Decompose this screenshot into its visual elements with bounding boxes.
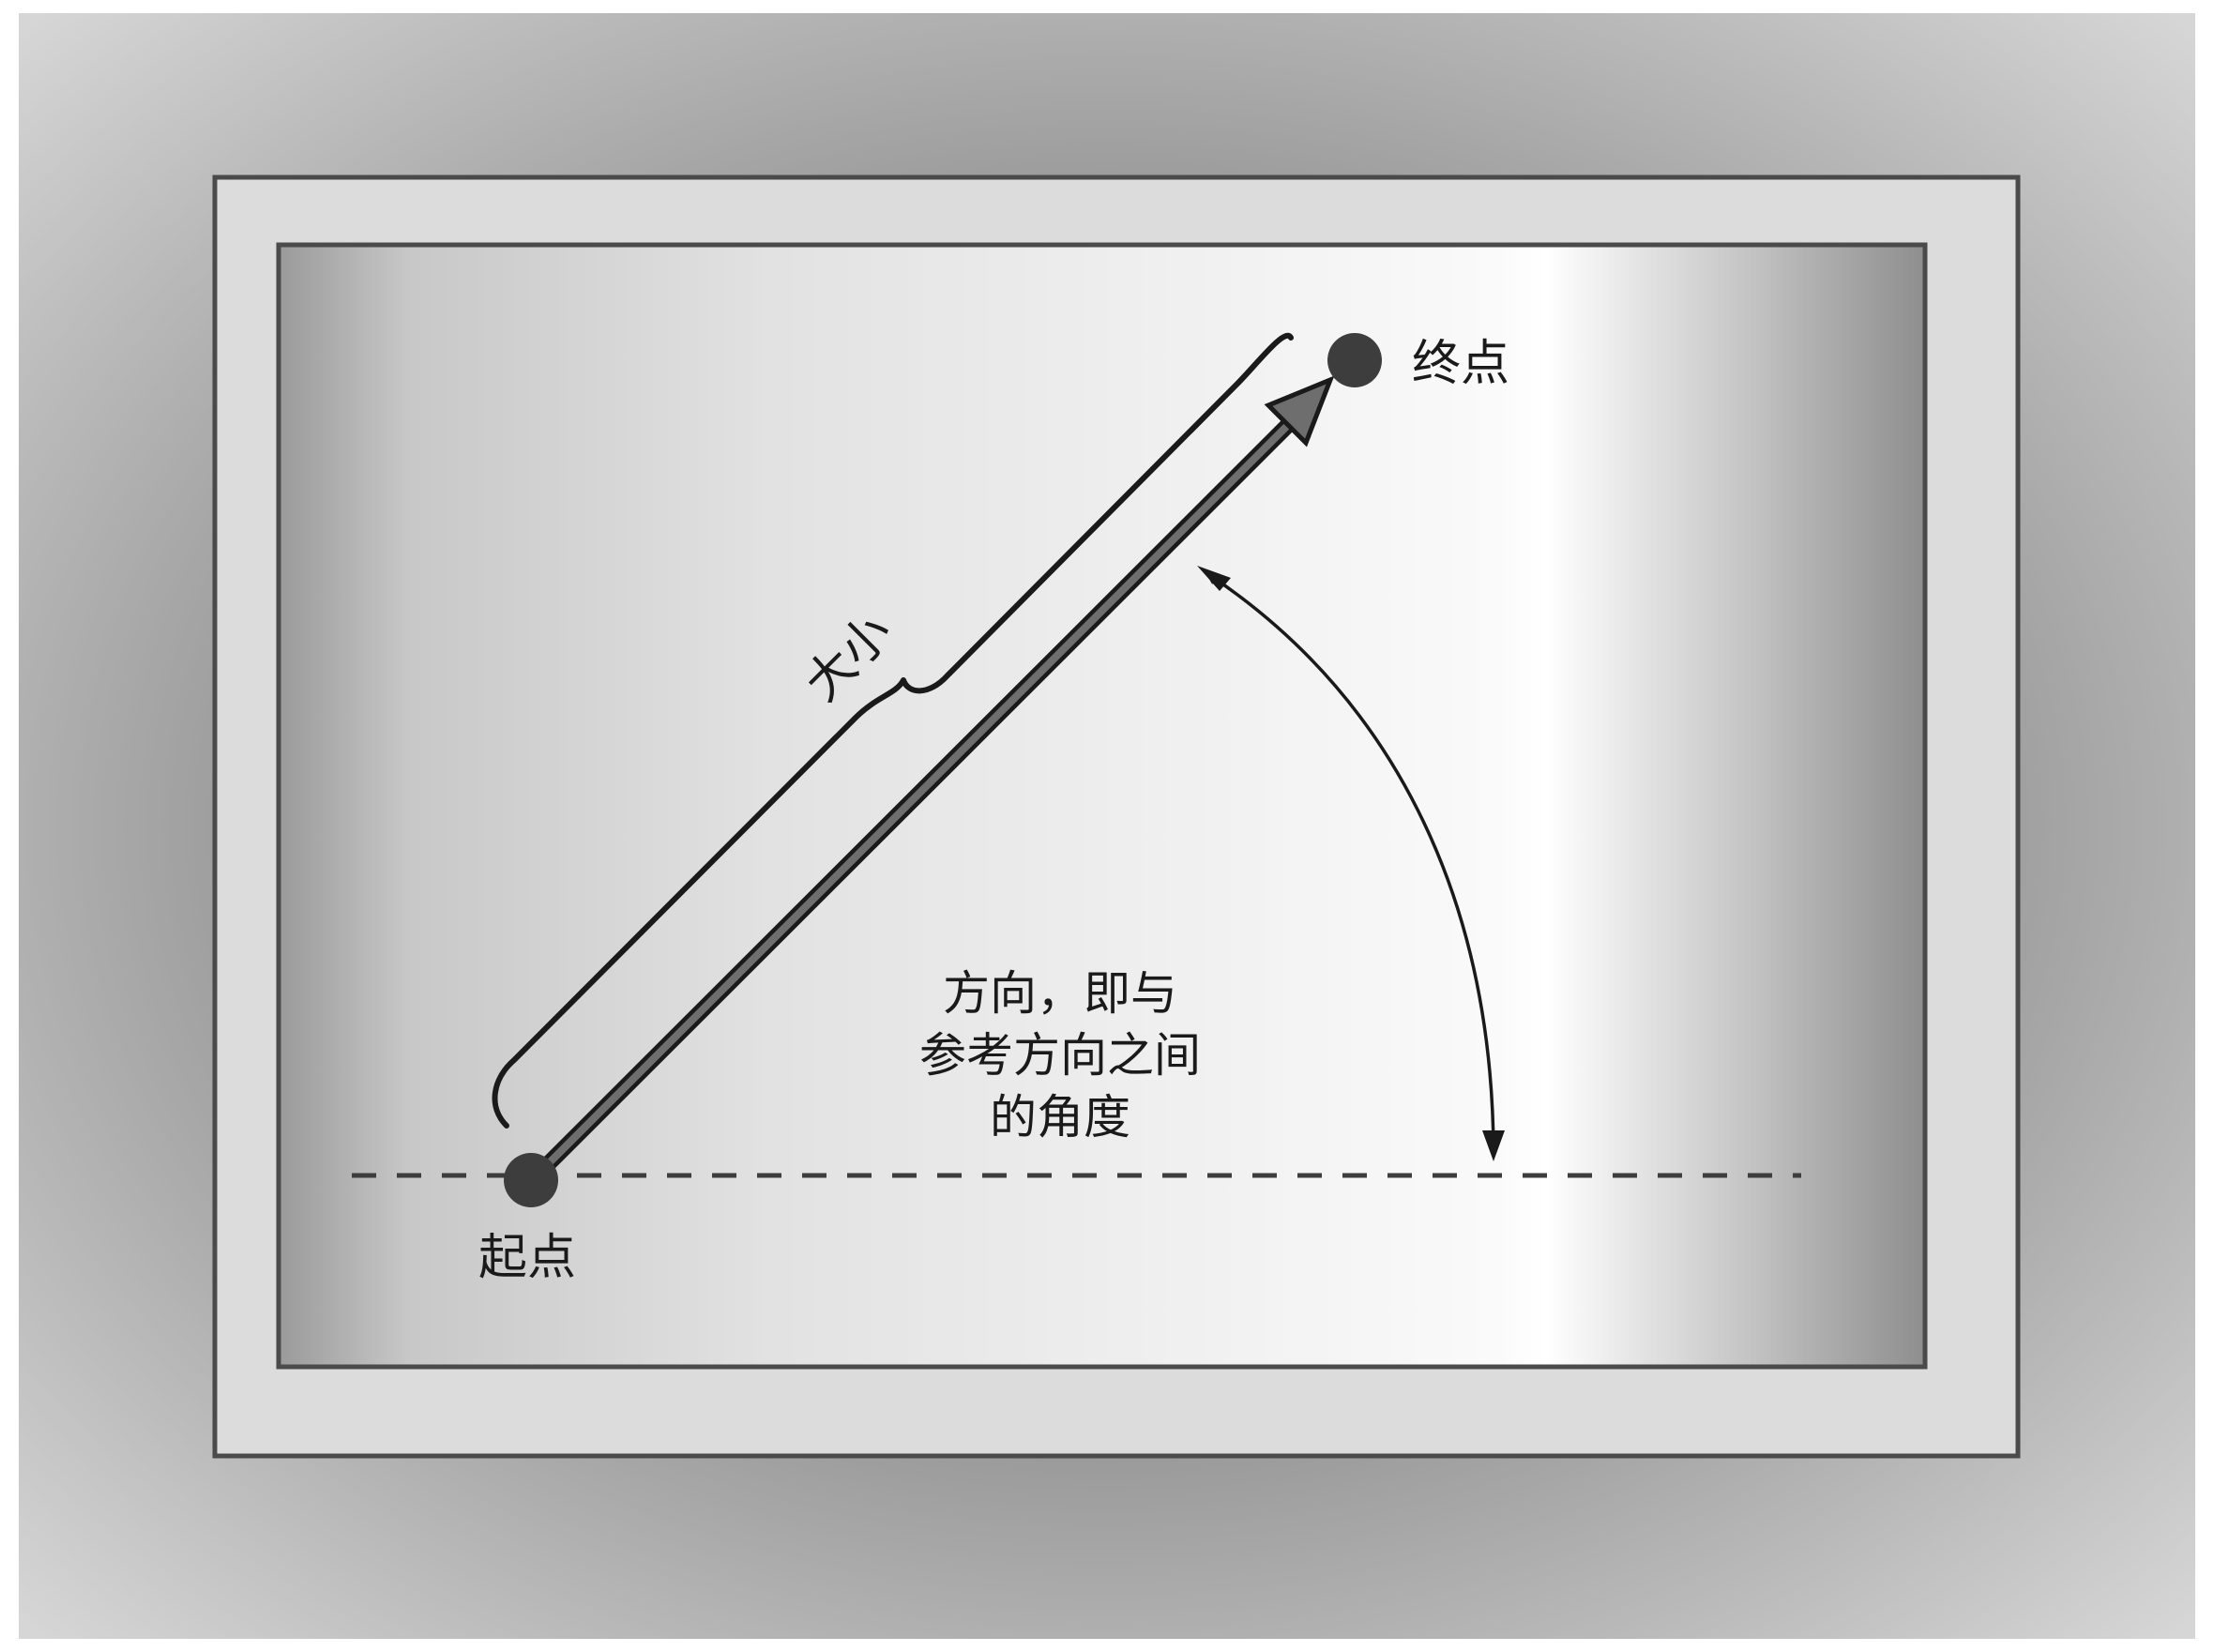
direction-label-line-1: 方向，即与 <box>943 966 1177 1021</box>
end-point-label: 终点 <box>1412 336 1509 392</box>
direction-label-line-3: 的角度 <box>990 1090 1130 1144</box>
start-point-label: 起点 <box>478 1230 576 1286</box>
angle-arc-head-top <box>1197 566 1231 591</box>
end-point <box>1327 333 1382 387</box>
vector-arrow <box>526 375 1335 1186</box>
magnitude-brace <box>492 332 1294 1129</box>
angle-arc <box>1205 571 1500 1154</box>
direction-label-line-2: 参考方向之间 <box>919 1028 1201 1083</box>
angle-arc-head-bottom <box>1482 1130 1505 1161</box>
start-point <box>504 1153 558 1207</box>
